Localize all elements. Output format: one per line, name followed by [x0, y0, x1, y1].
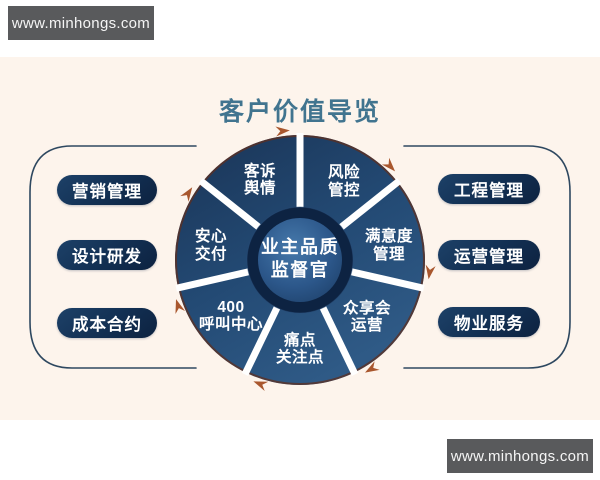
hub-ring-edge [246, 206, 354, 314]
right-bracket [403, 145, 571, 369]
arrow-icon [180, 187, 193, 202]
pill-marketing-management: 营销管理 [57, 175, 157, 205]
pill-label: 营销管理 [72, 183, 142, 201]
segment-label-pain-points: 痛点关注点 [276, 330, 324, 366]
pill-label: 设计研发 [72, 248, 142, 266]
watermark-url-bottom: www.minhongs.com [450, 447, 590, 465]
page-title: 客户价值导览 [218, 98, 381, 126]
segment-label-satisfaction-management: 满意度管理 [365, 226, 413, 263]
watermark-badge-bottom: www.minhongs.com [447, 439, 593, 473]
arrow-icon [365, 361, 380, 373]
watermark-url-top: www.minhongs.com [11, 14, 151, 32]
hub-label-line2: 监督官 [271, 259, 330, 280]
pill-label: 物业服务 [454, 315, 524, 333]
pill-cost-contract: 成本合约 [57, 308, 157, 338]
segment-label-risk-control: 风险管控 [328, 162, 360, 199]
arrow-icon [253, 381, 269, 392]
pill-label: 成本合约 [72, 316, 142, 334]
pill-operations-management: 运营管理 [438, 240, 540, 270]
segment-label-complaints-sentiment: 客诉舆情 [244, 161, 276, 197]
left-bracket [29, 145, 197, 369]
watermark-badge-top: www.minhongs.com [8, 6, 154, 40]
arrow-icon [381, 157, 396, 172]
hub-label-owner-quality-supervisor: 业主品质 [261, 236, 339, 257]
segment-label-assured-delivery: 安心交付 [195, 226, 227, 263]
wheel: 业主品质 监督官 [175, 133, 425, 385]
pill-property-service: 物业服务 [438, 307, 540, 337]
pill-engineering-management: 工程管理 [438, 174, 540, 204]
hub-center [258, 218, 342, 302]
segment-label-community-operation: 众享会运营 [343, 298, 391, 334]
pill-design-rd: 设计研发 [57, 240, 157, 270]
arrow-icon [275, 126, 290, 137]
pill-label: 运营管理 [454, 248, 524, 266]
pill-label: 工程管理 [454, 182, 524, 200]
clockwise-arrows [175, 126, 436, 392]
arrow-icon [175, 299, 185, 314]
arrow-icon [425, 264, 436, 280]
